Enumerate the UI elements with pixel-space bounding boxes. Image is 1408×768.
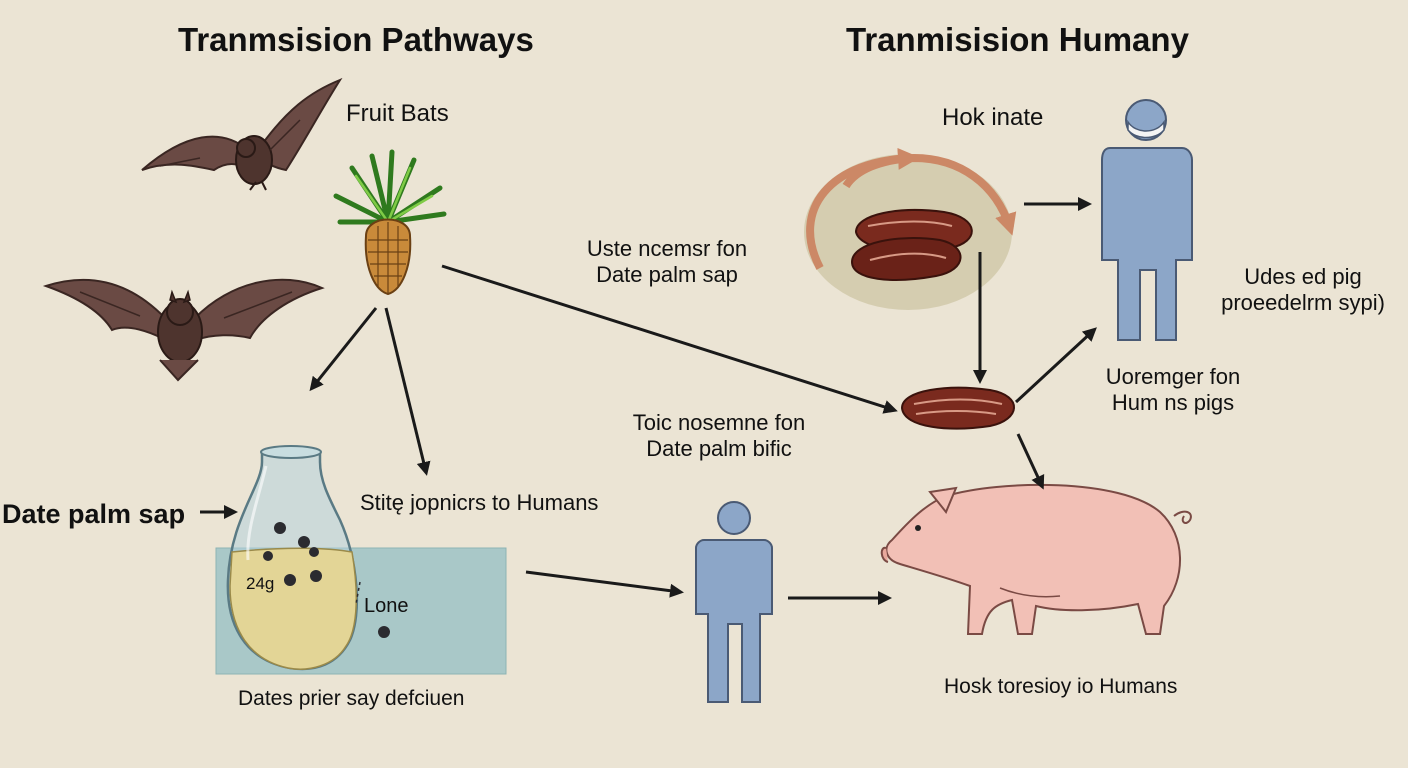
- spill-to-humans-label: Stitę jopnicrs to Humans: [360, 490, 599, 515]
- human-pig-line2: Hum ns pigs: [1111, 390, 1235, 416]
- arrow-icon: [200, 197, 1097, 605]
- masked-human-icon: [1101, 99, 1193, 341]
- right-title: Tranmisision Humany: [846, 21, 1189, 58]
- hok-inate-label: Hok inate: [942, 104, 1044, 131]
- human-pig-line1: Uoremger fon: [1105, 364, 1241, 389]
- pig-icon: [880, 483, 1192, 635]
- date-palm-sap-label: Date palm sap: [2, 499, 186, 529]
- fruit-bats-label: Fruit Bats: [346, 100, 449, 127]
- route-mid-line1: Toic nosemne fon: [632, 410, 806, 435]
- date-fruit-icon: [850, 209, 973, 281]
- pig-caption: Hosk toresioy io Humans: [944, 675, 1178, 698]
- fruit-bat-icon: [42, 278, 325, 382]
- sap-jar-icon: [226, 445, 390, 671]
- pig-note-line2: proeedelrm sypi): [1221, 290, 1385, 316]
- route-top-label: Uste ncemsr fon Date palm sap: [560, 236, 774, 289]
- route-top-line1: Uste ncemsr fon: [586, 236, 748, 261]
- jar-lone-label: Lone: [364, 595, 409, 617]
- jar-amount-label: 24g: [246, 574, 275, 593]
- date-fruit-icon: [900, 386, 1015, 430]
- human-figure-icon: [695, 501, 773, 703]
- left-title: Tranmsision Pathways: [178, 21, 534, 58]
- palm-fruit-icon: [333, 149, 447, 296]
- jar-caption: Dates prier say defciuen: [238, 687, 465, 710]
- human-pig-label: Uoremger fon Hum ns pigs: [1070, 364, 1276, 417]
- route-mid-line2: Date palm bific: [646, 436, 792, 462]
- pig-note-line1: Udes ed pig: [1244, 264, 1362, 289]
- pig-note-label: Udes ed pig proeedelrm sypi): [1198, 264, 1408, 317]
- route-top-line2: Date palm sap: [596, 262, 738, 288]
- fruit-bat-icon: [141, 77, 343, 191]
- route-mid-label: Toic nosemne fon Date palm bific: [614, 410, 824, 463]
